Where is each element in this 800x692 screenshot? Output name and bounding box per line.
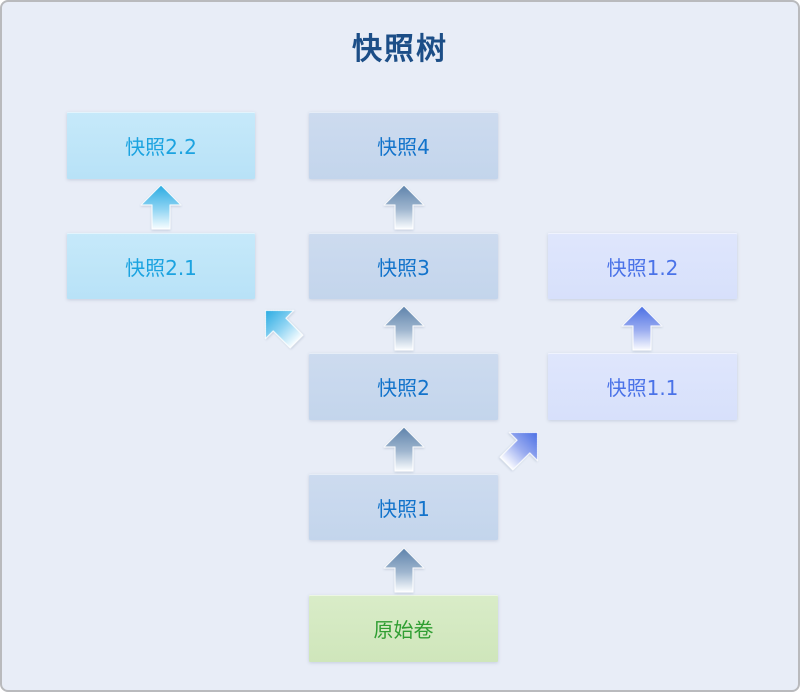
node-snapshot1-1: 快照1.1: [548, 353, 737, 420]
arrow-snapshot2-to-snapshot3-icon: [382, 305, 426, 351]
arrow-origin-to-snapshot1-icon: [382, 547, 426, 593]
arrow-snapshot3-to-snapshot4-icon: [382, 184, 426, 230]
node-snapshot3: 快照3: [309, 233, 498, 299]
node-snapshot2-1: 快照2.1: [67, 233, 255, 299]
node-snapshot1-2: 快照1.2: [548, 233, 737, 299]
arrow-snapshot2-1-to-snapshot2-2-icon: [139, 184, 183, 230]
node-snapshot2: 快照2: [309, 353, 498, 420]
arrow-snapshot1-to-snapshot1-1-icon: [490, 416, 554, 480]
node-snapshot1: 快照1: [309, 474, 498, 540]
page-title: 快照树: [352, 32, 448, 67]
node-snapshot4: 快照4: [309, 112, 498, 179]
arrow-snapshot1-1-to-snapshot1-2-icon: [620, 305, 664, 351]
arrow-snapshot1-to-snapshot2-icon: [382, 426, 426, 472]
node-snapshot2-2: 快照2.2: [67, 112, 255, 179]
arrow-snapshot2-to-snapshot2-1-icon: [249, 294, 313, 358]
node-origin-volume: 原始卷: [309, 595, 498, 662]
